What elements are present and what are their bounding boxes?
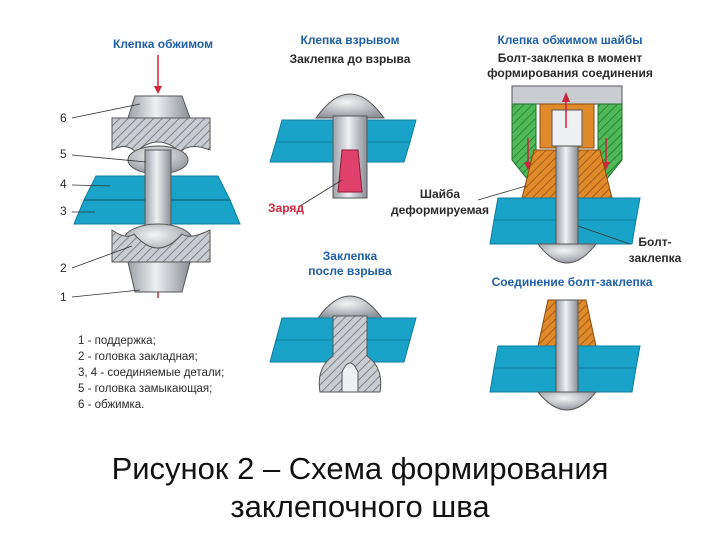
joint-bolt-head — [536, 391, 598, 411]
panel3-subtitle-1: Болт-заклепка в момент — [498, 51, 643, 65]
rivet-head-after — [317, 295, 383, 319]
crimp-die-top — [127, 95, 191, 119]
panel3-subtitle-2: формирования соединения — [487, 66, 653, 80]
blast-cavity — [341, 362, 359, 393]
charge-label: Заряд — [268, 201, 304, 215]
riveting-diagram: Клепка обжимом 6 5 4 3 — [60, 33, 682, 411]
rivet-head-before — [315, 93, 385, 119]
panel-explosive-riveting: Клепка взрывом Заклепка до взрыва Заряд … — [268, 33, 417, 393]
panel-washer-crimp: Клепка обжимом шайбы Болт-заклепка в мом… — [391, 33, 682, 411]
bolt-tail — [551, 109, 583, 147]
joint-title: Соединение болт-заклепка — [492, 275, 653, 289]
bolt-label-2: заклепка — [629, 251, 682, 265]
washer-label-1: Шайба — [420, 187, 461, 201]
washer-leader — [477, 185, 527, 201]
support-stem — [127, 261, 191, 293]
legend-line-4: 5 - головка замыкающая; — [78, 383, 212, 395]
panel2-before-title: Заклепка до взрыва — [290, 52, 411, 66]
label-5: 5 — [60, 147, 67, 161]
figure-caption-line-1: Рисунок 2 – Схема формирования — [111, 451, 609, 486]
explosive-charge — [337, 149, 363, 193]
legend-line-2: 2 - головка закладная; — [78, 351, 198, 363]
legend-line-1: 1 - поддержка; — [78, 335, 156, 347]
legend-line-5: 6 - обжимка. — [78, 399, 144, 411]
panel2-after-title-1: Заклепка — [323, 249, 378, 263]
bolt-label-1: Болт- — [638, 235, 671, 249]
joint-bolt-shank — [555, 299, 579, 395]
figure-caption-line-2: заклепочного шва — [230, 489, 490, 524]
bolt-shank — [555, 145, 579, 247]
panel-crimp-riveting: Клепка обжимом 6 5 4 3 — [60, 37, 241, 411]
crimp-die-top-body — [111, 117, 211, 153]
panel3-title: Клепка обжимом шайбы — [497, 33, 642, 47]
label-1: 1 — [60, 290, 67, 304]
rivet-shank — [144, 149, 172, 235]
pull-arrow-head — [562, 92, 570, 102]
washer-label-2: деформируемая — [391, 203, 489, 217]
panel1-title: Клепка обжимом — [113, 37, 213, 51]
label-6: 6 — [60, 111, 67, 125]
bolt-leader — [577, 225, 631, 245]
label-2: 2 — [60, 261, 67, 275]
charge-leader — [299, 179, 343, 207]
support-body — [111, 229, 211, 263]
label-4: 4 — [60, 177, 67, 191]
part-numbers — [71, 103, 147, 298]
legend-line-3: 3, 4 - соединяемые детали; — [78, 367, 224, 379]
rivet-expanded-after — [318, 315, 382, 393]
panel2-after-title-2: после взрыва — [308, 264, 392, 278]
label-3: 3 — [60, 204, 67, 218]
force-arrow-top-head — [154, 86, 162, 94]
panel2-title: Клепка взрывом — [301, 33, 400, 47]
bolt-head — [536, 243, 598, 264]
